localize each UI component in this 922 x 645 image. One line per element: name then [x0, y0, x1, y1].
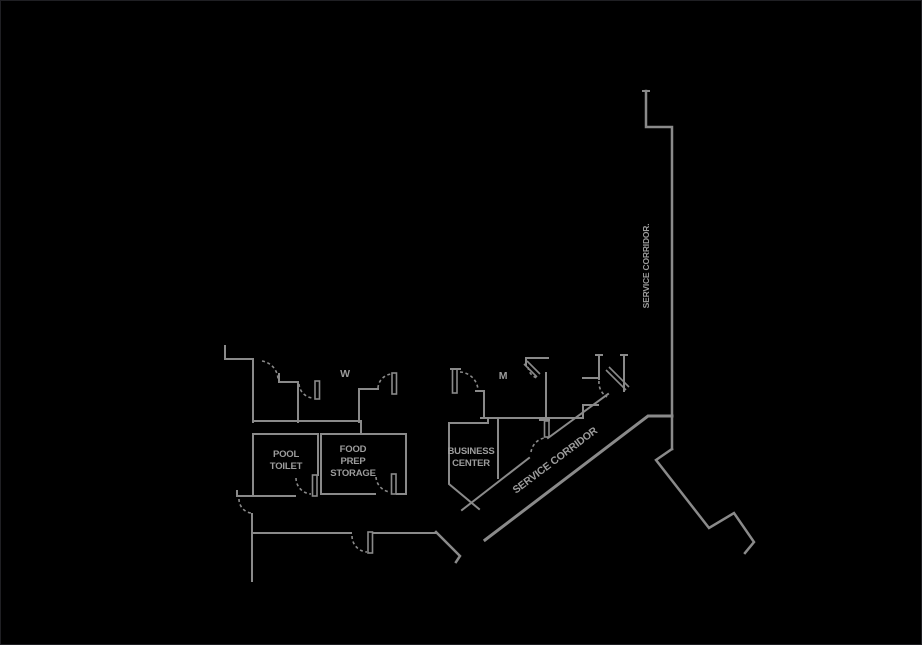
- room-label-food-prep-line2: PREP: [340, 456, 366, 467]
- door-leaf: [311, 474, 318, 497]
- door-arc: [598, 380, 608, 398]
- door-arc: [459, 371, 479, 391]
- wall-corridor-upper-ne: [546, 392, 610, 440]
- door-leaf-diagonal: [605, 366, 630, 391]
- door-arc: [295, 477, 312, 495]
- wall-food-prep-room: [320, 433, 407, 495]
- room-label-business-center-line1: BUSINESS: [448, 446, 495, 457]
- door-leaf: [390, 473, 397, 495]
- wall-pool-toilet-room: [252, 433, 319, 497]
- door-leaf: [451, 368, 458, 394]
- door-arc: [530, 437, 545, 453]
- wall-left-top-corner: [224, 345, 254, 423]
- room-label-business-center-line2: CENTER: [452, 458, 490, 469]
- corridor-label-vertical: SERVICE CORRIDOR.: [641, 224, 651, 309]
- room-label-pool-toilet-line2: TOILET: [270, 461, 303, 472]
- door-leaves: [311, 360, 630, 554]
- door-arc: [375, 476, 391, 493]
- door-leaf: [314, 380, 321, 400]
- restroom-label-men: M: [499, 370, 508, 382]
- wall-corridor-lower: [482, 414, 674, 543]
- wall-bottom-left-ext: [236, 490, 254, 497]
- door-leaf: [391, 372, 398, 395]
- door-arc: [377, 373, 392, 389]
- wall-corridor-upper-sw: [460, 456, 531, 512]
- door-leaf-diagonal: [523, 360, 541, 378]
- wall-business-center: [448, 417, 489, 511]
- wall-vertical-corridor: [644, 89, 674, 451]
- door-arc: [298, 383, 314, 399]
- wall-m-left: [475, 390, 485, 419]
- door-swing-arcs: [238, 360, 608, 553]
- wall-w-room: [358, 388, 379, 423]
- wall-left-step: [278, 373, 299, 423]
- wall-ne-cap-1: [595, 354, 603, 380]
- walls: [224, 89, 756, 582]
- wall-bottom-right-zigzag: [654, 447, 756, 555]
- room-label-food-prep-line3: STORAGE: [330, 468, 375, 479]
- door-arc: [351, 535, 368, 553]
- room-label-pool-toilet-line1: POOL: [273, 449, 300, 460]
- door-arc: [261, 360, 279, 380]
- door-arc: [238, 498, 252, 514]
- restroom-label-women: W: [340, 368, 350, 380]
- wall-m-top-door: [525, 357, 549, 366]
- door-leaf: [367, 531, 374, 554]
- room-label-food-prep-line1: FOOD: [340, 444, 367, 455]
- wall-left-main-horizontal: [252, 420, 362, 435]
- wall-ne-cap-2: [620, 354, 628, 392]
- door-leaf: [543, 420, 550, 438]
- wall-lower-diagonal: [434, 530, 462, 564]
